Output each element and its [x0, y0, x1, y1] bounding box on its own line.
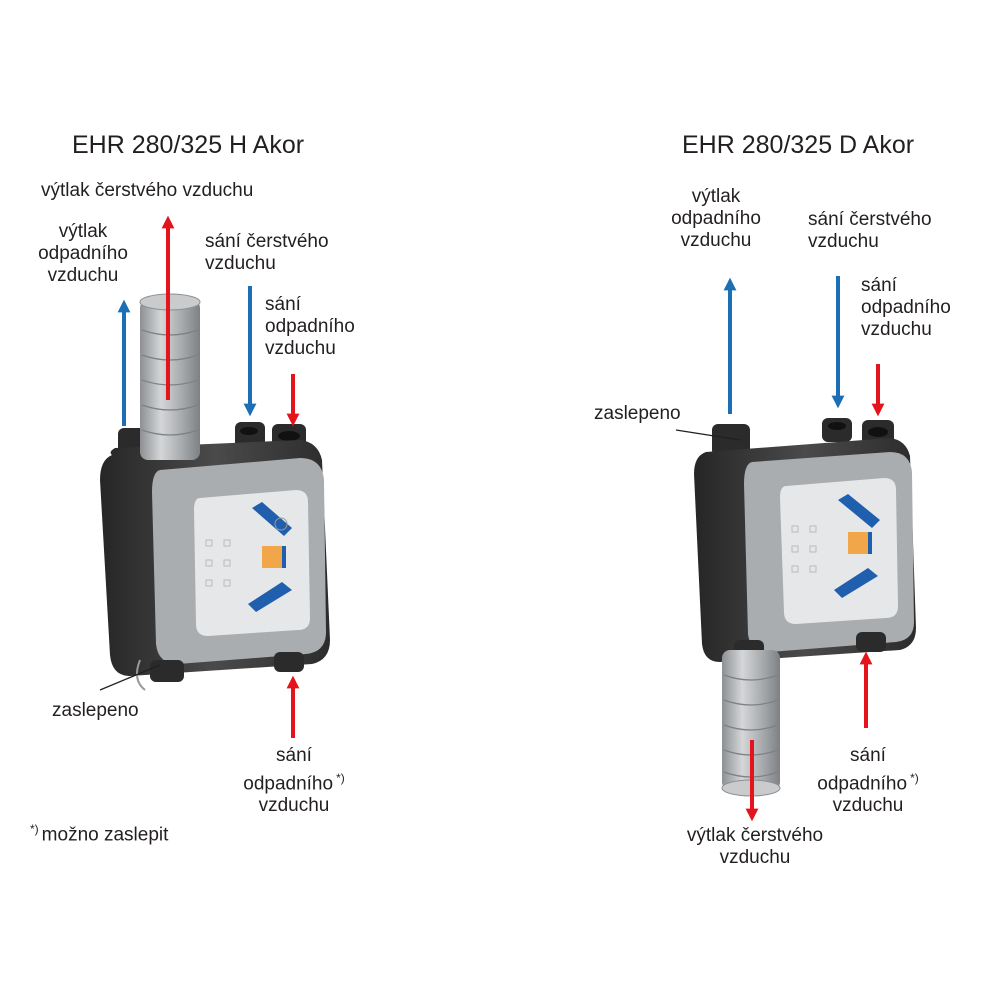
right-unit: [694, 418, 916, 797]
left-label-fresh-in-line2: vzduchu: [205, 253, 276, 274]
right-bottom-connector: [856, 632, 886, 652]
right-label-waste-in-top: sání odpadního vzduchu: [861, 275, 951, 341]
left-label-waste-in-bottom-line3: vzduchu: [258, 795, 330, 817]
left-label-waste-in-top-line3: vzduchu: [265, 338, 336, 359]
left-label-waste-in-top: sání odpadního vzduchu: [265, 294, 355, 360]
right-label-fresh-in-line1: sání čerstvého: [808, 209, 932, 230]
right-label-fresh-out-line2: vzduchu: [719, 847, 791, 868]
right-asterisk-mark: *): [910, 771, 919, 785]
left-bottom-connector-blocked: [150, 660, 184, 682]
left-label-fresh-in-line1: sání čerstvého: [205, 231, 329, 252]
right-label-waste-in-bottom-line1: sání: [850, 745, 886, 766]
left-panel: [194, 490, 310, 636]
left-asterisk-mark: *): [336, 771, 345, 785]
left-label-waste-in-bottom: sání odpadního*) vzduchu: [226, 745, 362, 817]
footnote-text: možno zaslepit: [41, 824, 169, 846]
right-label-fresh-out-line1: výtlak čerstvého: [686, 825, 824, 846]
left-label-blocked: zaslepeno: [52, 700, 139, 721]
left-label-waste-out-line3: vzduchu: [47, 265, 119, 286]
left-panel-controls: [205, 502, 292, 612]
right-blocked-leader: [675, 429, 741, 441]
left-blocked-leader: [99, 664, 161, 691]
right-label-blocked: zaslepeno: [594, 403, 681, 424]
right-label-fresh-in: sání čerstvého vzduchu: [808, 209, 932, 253]
right-top-connector-blocked: [712, 424, 750, 456]
left-label-fresh-in: sání čerstvého vzduchu: [205, 231, 329, 275]
left-label-waste-in-top-line2: odpadního: [265, 316, 355, 337]
right-label-fresh-in-line2: vzduchu: [808, 231, 879, 252]
right-label-waste-out-line1: výtlak: [691, 186, 741, 207]
right-label-waste-in-bottom-line2: odpadního: [817, 773, 908, 795]
right-label-waste-in-top-line1: sání: [861, 275, 897, 296]
right-label-fresh-out: výtlak čerstvého vzduchu: [660, 825, 850, 869]
right-label-waste-out: výtlak odpadního vzduchu: [648, 186, 784, 252]
left-label-waste-in-top-line1: sání: [265, 294, 301, 315]
right-label-waste-in-top-line2: odpadního: [861, 297, 951, 318]
footnote: *)možno zaslepit: [30, 818, 168, 846]
left-title: EHR 280/325 H Akor: [72, 131, 305, 159]
left-unit: [100, 293, 330, 691]
left-label-waste-out: výtlak odpadního vzduchu: [14, 221, 152, 287]
footnote-mark: *): [30, 822, 39, 836]
right-label-waste-out-line2: odpadního: [671, 208, 761, 229]
right-label-waste-in-bottom-line3: vzduchu: [832, 795, 904, 817]
left-label-waste-in-bottom-line1: sání: [276, 745, 312, 766]
right-label-waste-in-top-line3: vzduchu: [861, 319, 932, 340]
left-label-waste-in-bottom-line2: odpadního: [243, 773, 334, 795]
left-label-fresh-out: výtlak čerstvého vzduchu: [41, 180, 254, 201]
right-label-waste-in-bottom: sání odpadního*) vzduchu: [800, 745, 936, 817]
left-label-waste-out-line2: odpadního: [38, 243, 128, 264]
right-title: EHR 280/325 D Akor: [682, 131, 915, 159]
right-panel-controls: [791, 494, 880, 598]
left-bottom-connector: [274, 652, 304, 672]
right-label-waste-out-line3: vzduchu: [680, 230, 752, 251]
left-label-waste-out-line1: výtlak: [58, 221, 108, 242]
